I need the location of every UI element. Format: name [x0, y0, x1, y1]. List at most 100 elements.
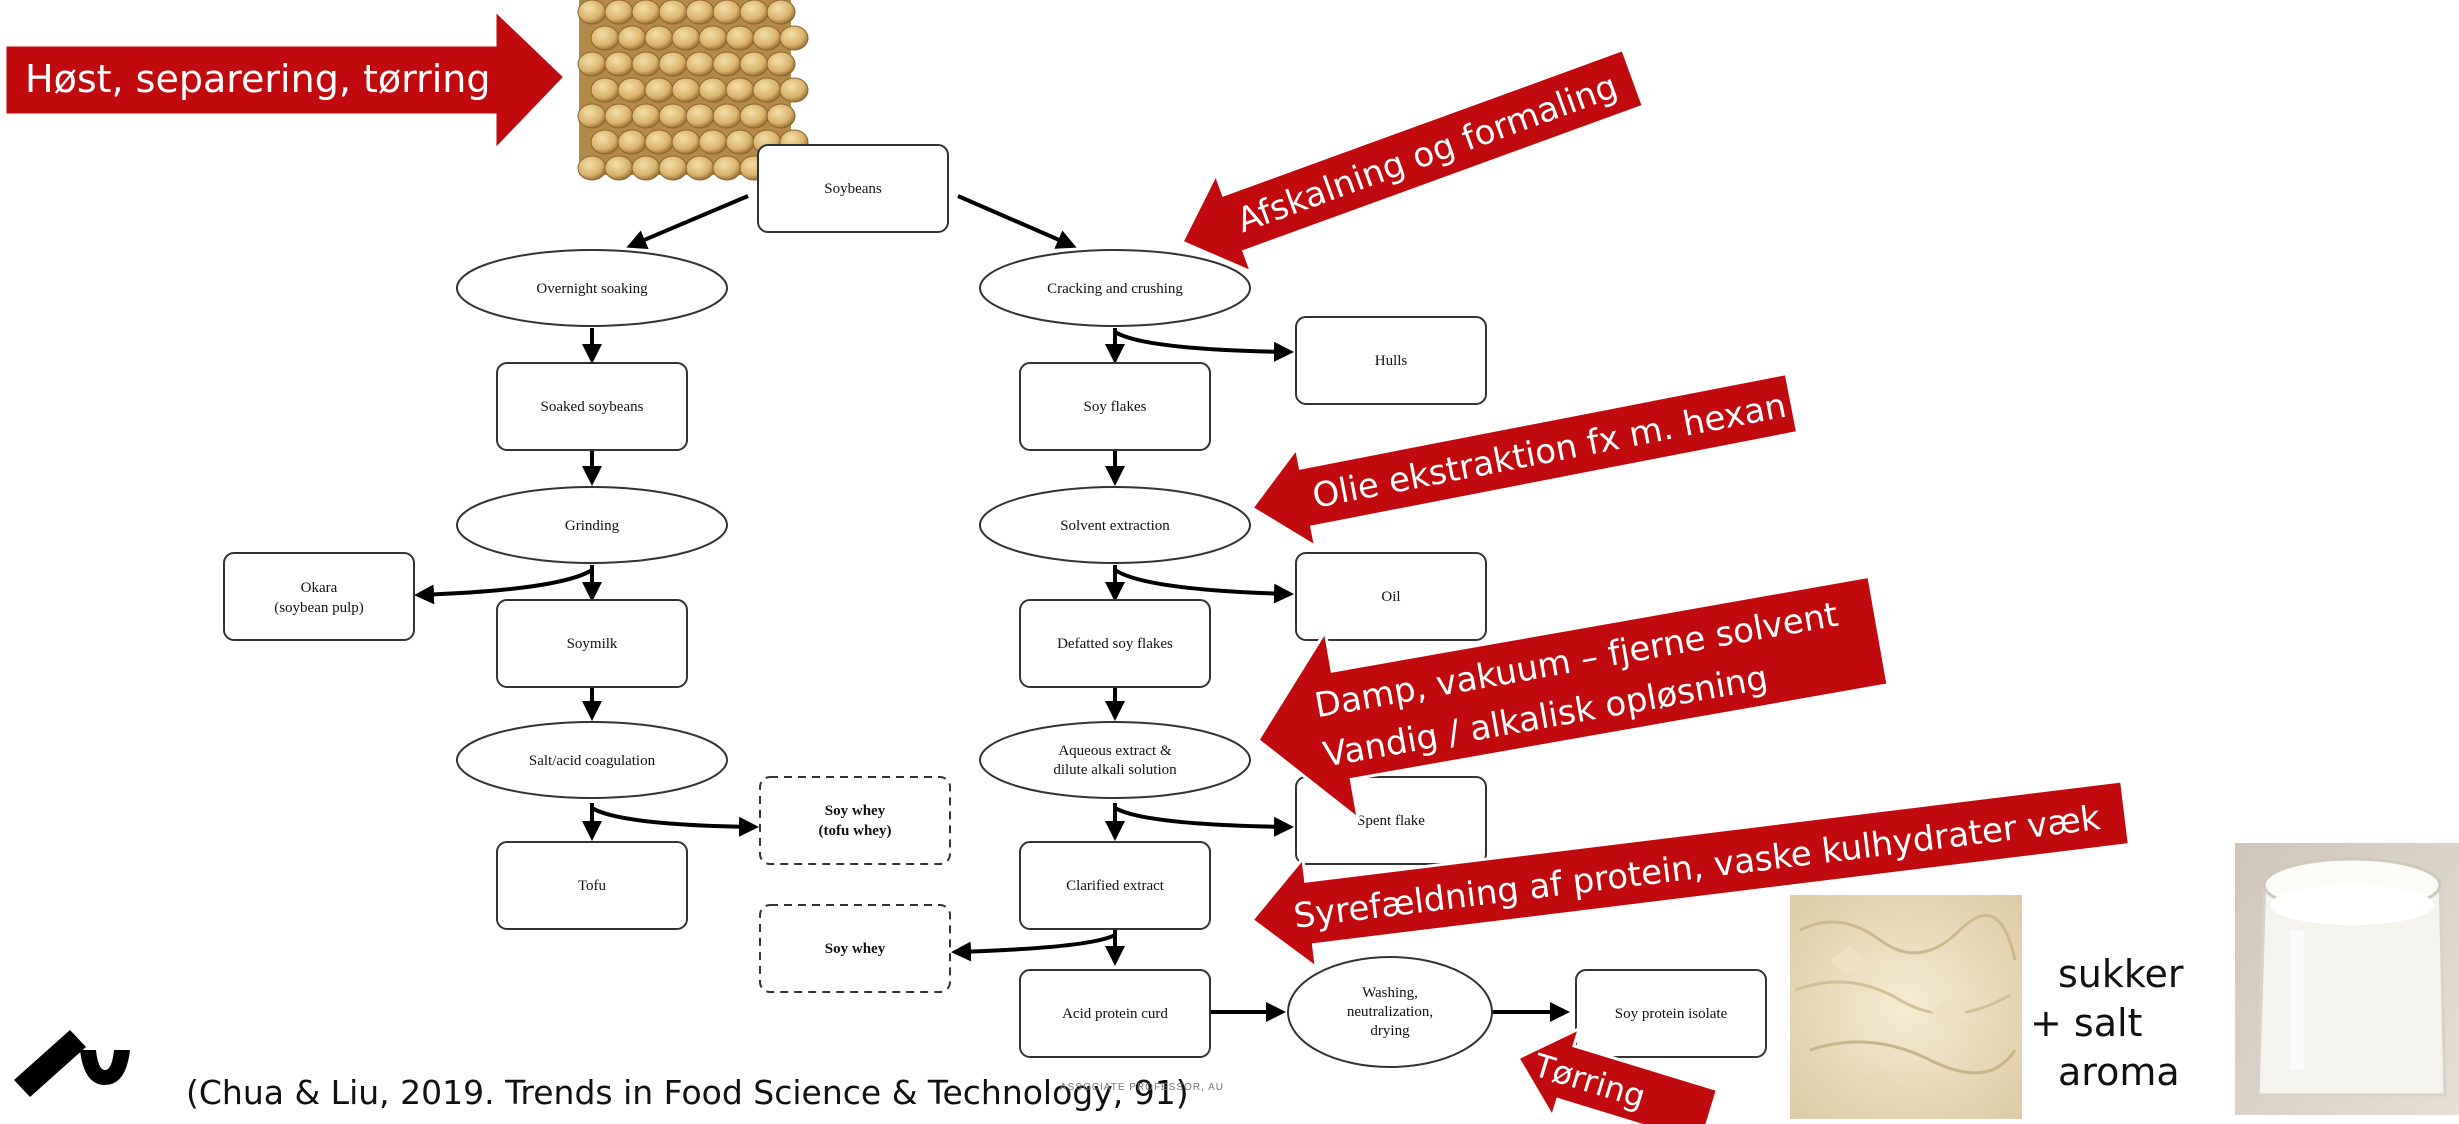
label-washing-line1: Washing, — [1362, 985, 1418, 1001]
soybean-shape — [685, 51, 715, 77]
node-soy-whey-tofu — [759, 776, 951, 865]
soybean-shape — [658, 0, 688, 25]
soybean-shape — [779, 25, 809, 51]
node-soy-protein-isolate — [1575, 969, 1767, 1058]
soybean-shape — [577, 0, 607, 25]
label-oil: Oil — [1381, 589, 1400, 605]
soybean-shape — [725, 129, 755, 155]
soybean-shape — [590, 77, 620, 103]
soybean-shape — [779, 77, 809, 103]
soybean-shape — [604, 103, 634, 129]
soybean-shape — [577, 103, 607, 129]
node-cracking-crushing — [979, 249, 1251, 327]
citation: (Chua & Liu, 2019. Trends in Food Scienc… — [186, 1073, 1189, 1112]
label-okara-line1: Okara — [301, 580, 338, 596]
label-soaked-soybeans: Soaked soybeans — [541, 399, 644, 415]
label-acid-protein-curd: Acid protein curd — [1062, 1006, 1168, 1022]
soybean-shape — [698, 129, 728, 155]
label-cracking-crushing: Cracking and crushing — [1047, 281, 1183, 297]
additive-aroma: aroma — [2058, 1050, 2180, 1094]
additives-list: sukker + salt aroma — [2030, 950, 2184, 1097]
annotation-harvest-text: Høst, separering, tørring — [25, 57, 490, 101]
soybean-shape — [712, 155, 742, 181]
soybean-shape — [671, 129, 701, 155]
soybean-shape — [617, 25, 647, 51]
soybean-shape — [658, 103, 688, 129]
label-clarified-extract: Clarified extract — [1066, 878, 1165, 894]
flow-connectors — [414, 194, 1570, 1022]
soybean-shape — [739, 0, 769, 25]
additive-sugar: sukker — [2058, 952, 2184, 996]
soybean-shape — [658, 155, 688, 181]
soybean-shape — [671, 77, 701, 103]
soybean-shape — [766, 51, 796, 77]
node-soymilk — [496, 599, 688, 688]
soybean-shape — [685, 155, 715, 181]
node-clarified-extract — [1019, 841, 1211, 930]
protein-powder-photo — [1790, 895, 2022, 1119]
soybean-shape — [631, 51, 661, 77]
label-aqueous-extract-line1: Aqueous extract & — [1058, 743, 1172, 759]
soybean-shape — [644, 129, 674, 155]
label-soy-flakes: Soy flakes — [1084, 399, 1147, 415]
soybean-shape — [617, 77, 647, 103]
node-aqueous-extract — [979, 721, 1251, 799]
node-grinding — [456, 486, 728, 564]
node-soy-whey — [759, 904, 951, 993]
node-defatted-soy-flakes — [1019, 599, 1211, 688]
label-soymilk: Soymilk — [567, 636, 618, 652]
soybean-shape — [766, 0, 796, 25]
soybean-shape — [739, 51, 769, 77]
label-soybeans: Soybeans — [824, 181, 882, 197]
soybean-shape — [658, 51, 688, 77]
node-hulls — [1295, 316, 1487, 405]
annotation-dehulling-text: Afskalning og formaling — [1232, 66, 1623, 241]
soymilk-glass-photo — [2235, 843, 2459, 1115]
label-overnight-soaking: Overnight soaking — [536, 281, 648, 297]
additive-salt: + salt — [2030, 1001, 2143, 1045]
soybean-shape — [631, 0, 661, 25]
soybean-shape — [685, 103, 715, 129]
label-hulls: Hulls — [1375, 353, 1408, 369]
soybean-shape — [712, 0, 742, 25]
soybean-shape — [577, 51, 607, 77]
soybean-shape — [752, 25, 782, 51]
soybeans-photo — [577, 0, 809, 181]
soybean-shape — [604, 0, 634, 25]
label-defatted-soy-flakes: Defatted soy flakes — [1057, 636, 1173, 652]
label-tofu: Tofu — [578, 878, 607, 894]
label-spent-flake: Spent flake — [1357, 813, 1425, 829]
soybean-shape — [698, 77, 728, 103]
label-soy-whey: Soy whey — [825, 941, 886, 957]
soybean-shape — [577, 155, 607, 181]
node-okara — [223, 552, 415, 641]
soybean-shape — [644, 77, 674, 103]
soybean-shape — [617, 129, 647, 155]
soybean-shape — [766, 103, 796, 129]
soybean-shape — [739, 103, 769, 129]
node-overnight-soaking — [456, 249, 728, 327]
label-washing-line3: drying — [1370, 1023, 1410, 1039]
soybean-shape — [590, 129, 620, 155]
node-soybeans — [757, 144, 949, 233]
label-aqueous-extract-line2: dilute alkali solution — [1053, 762, 1177, 778]
node-acid-protein-curd — [1019, 969, 1211, 1058]
node-solvent-extraction — [979, 486, 1251, 564]
label-washing-line2: neutralization, — [1347, 1004, 1433, 1020]
soybean-shape — [631, 103, 661, 129]
label-soy-protein-isolate: Soy protein isolate — [1615, 1006, 1728, 1022]
soybean-shape — [698, 25, 728, 51]
soybean-shape — [712, 51, 742, 77]
soybean-shape — [712, 103, 742, 129]
label-solvent-extraction: Solvent extraction — [1060, 518, 1170, 534]
soybean-shape — [671, 25, 701, 51]
soybean-shape — [685, 0, 715, 25]
label-soy-whey-tofu-line1: Soy whey — [825, 803, 886, 819]
node-salt-acid-coagulation — [456, 721, 728, 799]
label-soy-whey-tofu-line2: (tofu whey) — [819, 823, 892, 839]
aarhus-university-logo-icon — [14, 1030, 130, 1097]
soybean-shape — [752, 77, 782, 103]
node-washing — [1287, 956, 1493, 1068]
label-salt-acid-coagulation: Salt/acid coagulation — [529, 753, 656, 769]
